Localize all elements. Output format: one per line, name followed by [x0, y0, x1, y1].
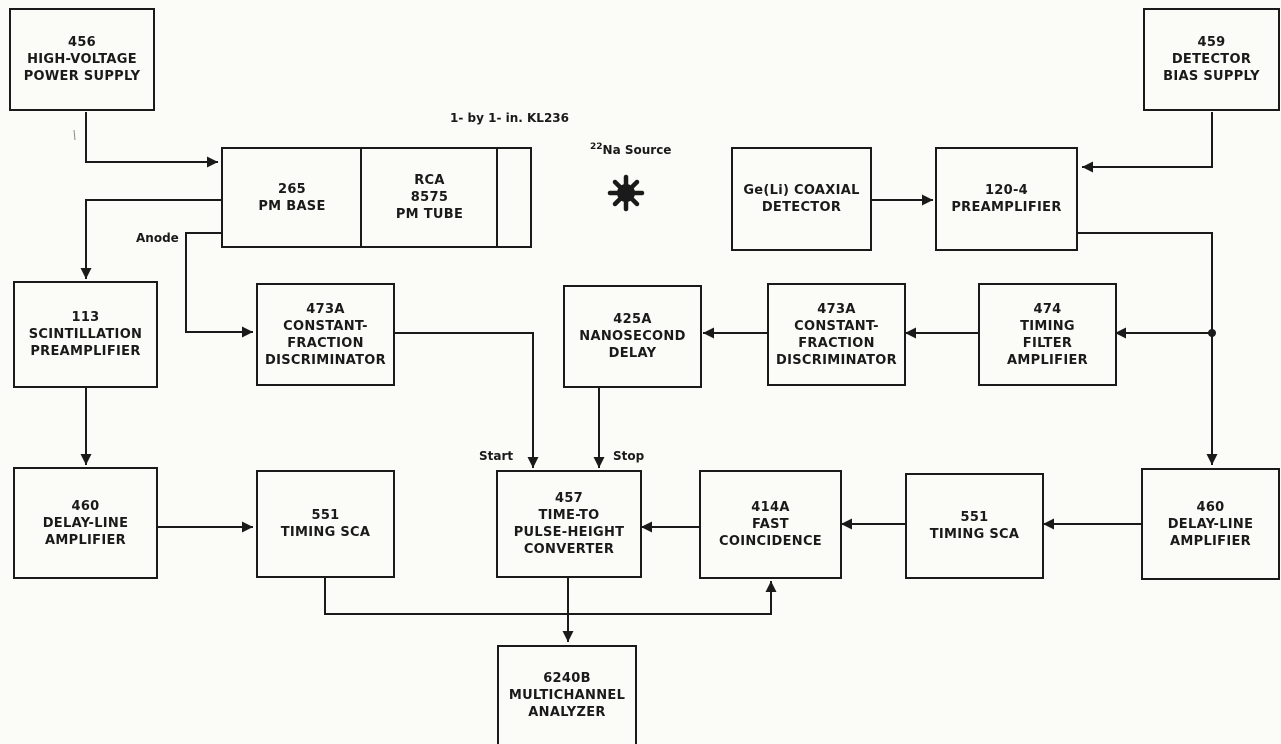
block-label-line: CONSTANT- [283, 318, 368, 334]
block-label-line: FAST [752, 517, 789, 532]
wire-pm-base-to-scint-preamp [80, 199, 222, 279]
wire-anode-to-cfd [185, 232, 253, 338]
block-label-line: FRACTION [798, 335, 875, 351]
block-label-line: TIMING [1020, 318, 1075, 334]
block-label-line: CONVERTER [523, 542, 615, 557]
block-label-line: PM TUBE [395, 207, 464, 222]
block-label-line: PULSE-HEIGHT [513, 525, 625, 540]
block-label-line: PREAMPLIFIER [951, 200, 1062, 215]
block-label-line: AMPLIFIER [1007, 352, 1088, 368]
block-label-line: POWER SUPPLY [23, 69, 141, 84]
block-label-line: DELAY-LINE [42, 515, 129, 531]
block-label-line: 456 [67, 35, 97, 50]
block-label-line: AMPLIFIER [1170, 533, 1251, 549]
block-label-line: TIMING SCA [280, 525, 371, 540]
multichannel-analyzer-block: 6240B MULTICHANNEL ANALYZER [497, 645, 637, 744]
wire-hv-to-pm-base [85, 112, 218, 168]
block-label-line: 414A [751, 500, 790, 515]
fast-coincidence-block: 414A FAST COINCIDENCE [699, 470, 842, 579]
block-label-line: 474 [1033, 301, 1062, 317]
block-label-line: PM BASE [258, 198, 326, 214]
block-label-line: 473A [817, 301, 856, 317]
block-label-line: AMPLIFIER [45, 532, 126, 548]
block-label-line: MULTICHANNEL [508, 688, 626, 703]
block-label-line: DELAY-LINE [1167, 516, 1254, 532]
block-label-line: 457 [554, 491, 584, 506]
junction-dot [1208, 329, 1216, 337]
block-label-line: DISCRIMINATOR [776, 352, 897, 368]
source-text: Na Source [602, 143, 672, 157]
wire-cfd-to-tpc-start [394, 332, 539, 468]
source-star-icon [607, 174, 645, 212]
block-label-line: 120-4 [984, 183, 1029, 198]
wire-preamp-to-junction [1077, 232, 1218, 465]
source-label: 22Na Source [590, 142, 671, 157]
block-label-line: DETECTOR [1171, 52, 1252, 67]
block-label-line: Ge(Li) COAXIAL [743, 183, 860, 198]
block-label-line: BIAS SUPPLY [1163, 69, 1260, 84]
block-label-line: 425A [613, 312, 652, 327]
block-label-line: 265 [277, 181, 307, 197]
block-label-line: SCINTILLATION [28, 327, 143, 342]
block-label-line: DELAY [608, 346, 657, 361]
stop-label: Stop [613, 449, 645, 463]
nanosecond-delay-block: 425A NANOSECOND DELAY [563, 285, 702, 388]
block-label-line: 551 [311, 508, 340, 523]
block-label-line: PREAMPLIFIER [30, 344, 141, 359]
block-label-line: 551 [960, 510, 989, 525]
pm-tube-block: RCA 8575 PM TUBE [360, 147, 499, 248]
block-label-line: RCA [414, 173, 445, 188]
block-label-line: TIME-TO [538, 508, 600, 523]
block-label-line: NANOSECOND [579, 329, 686, 344]
block-label-line: TIMING SCA [929, 527, 1020, 542]
block-label-line: 460 [71, 498, 100, 514]
scintillator-crystal [496, 147, 532, 248]
source-mass-number: 22 [590, 142, 603, 152]
anode-label: Anode [136, 231, 179, 245]
block-label-line: 6240B [543, 671, 591, 686]
block-label-line: 113 [71, 310, 100, 325]
block-label-line: FILTER [1022, 335, 1073, 351]
block-label-line: 8575 [410, 190, 449, 205]
block-label-line: HIGH-VOLTAGE [27, 52, 137, 67]
block-label-line: 460 [1196, 499, 1225, 515]
block-label-line: 473A [306, 301, 345, 317]
wire-sca-left-to-coinc [324, 577, 777, 615]
block-label-line: CONSTANT- [794, 318, 879, 334]
start-label: Start [479, 449, 514, 463]
block-label-line: 459 [1197, 35, 1226, 50]
scintillator-label: 1- by 1- in. KL236 [450, 111, 569, 125]
block-label-line: FRACTION [287, 335, 364, 351]
block-label-line: COINCIDENCE [719, 534, 822, 549]
block-label-line: DETECTOR [761, 200, 842, 215]
block-label-line: ANALYZER [528, 705, 606, 720]
wire-bias-to-preamp [1082, 112, 1213, 173]
block-label-line: DISCRIMINATOR [265, 352, 386, 368]
geli-detector-block: Ge(Li) COAXIAL DETECTOR [731, 147, 872, 251]
